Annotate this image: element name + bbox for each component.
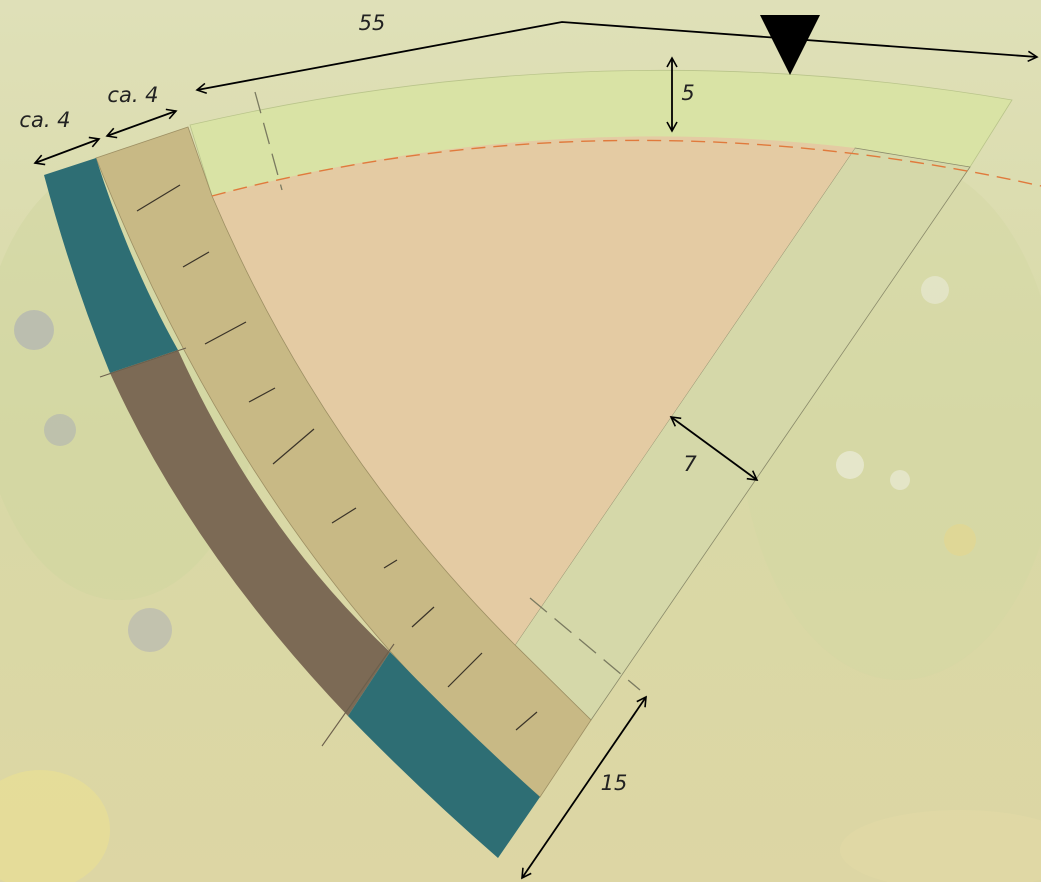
cornflower-blur-2 [44, 414, 76, 446]
cornflower-blur-1 [14, 310, 54, 350]
daisy-blur-2 [890, 470, 910, 490]
core-fill [212, 136, 855, 645]
dimension-arrow-bottom-width [521, 695, 647, 880]
dimension-label-cover-thickness: 5 [681, 81, 694, 105]
layer-boundary-tick-upper [99, 347, 187, 378]
outer-brown-layer [110, 350, 390, 716]
construction-line-bottom [529, 597, 641, 691]
buttercup-blur-1 [944, 524, 976, 556]
dimension-label-left-outer-layer: ca. 4 [19, 108, 70, 132]
daisy-blur-3 [921, 276, 949, 304]
cornflower-blur-3 [128, 608, 172, 652]
dimension-arrow-left-inner-layer [105, 108, 178, 139]
dimension-arrow-top-width [195, 21, 1039, 95]
dashed-boundary-line [211, 139, 1041, 197]
construction-line-top [254, 91, 283, 191]
daisy-blur-1 [836, 451, 864, 479]
dimension-arrow-left-outer-layer [33, 136, 101, 166]
outer-teal-layer-top [44, 158, 178, 373]
dimension-label-top-width: 55 [359, 11, 386, 35]
dimension-label-left-inner-layer: ca. 4 [107, 83, 158, 107]
dimension-label-bottom-width: 15 [601, 771, 628, 795]
water-level-triangle-icon [760, 15, 820, 75]
layer-boundary-tick-lower [321, 643, 395, 747]
outer-teal-layer-bottom [348, 652, 540, 858]
dimension-arrow-right-band [669, 416, 759, 481]
dimension-label-right-band: 7 [683, 452, 697, 476]
